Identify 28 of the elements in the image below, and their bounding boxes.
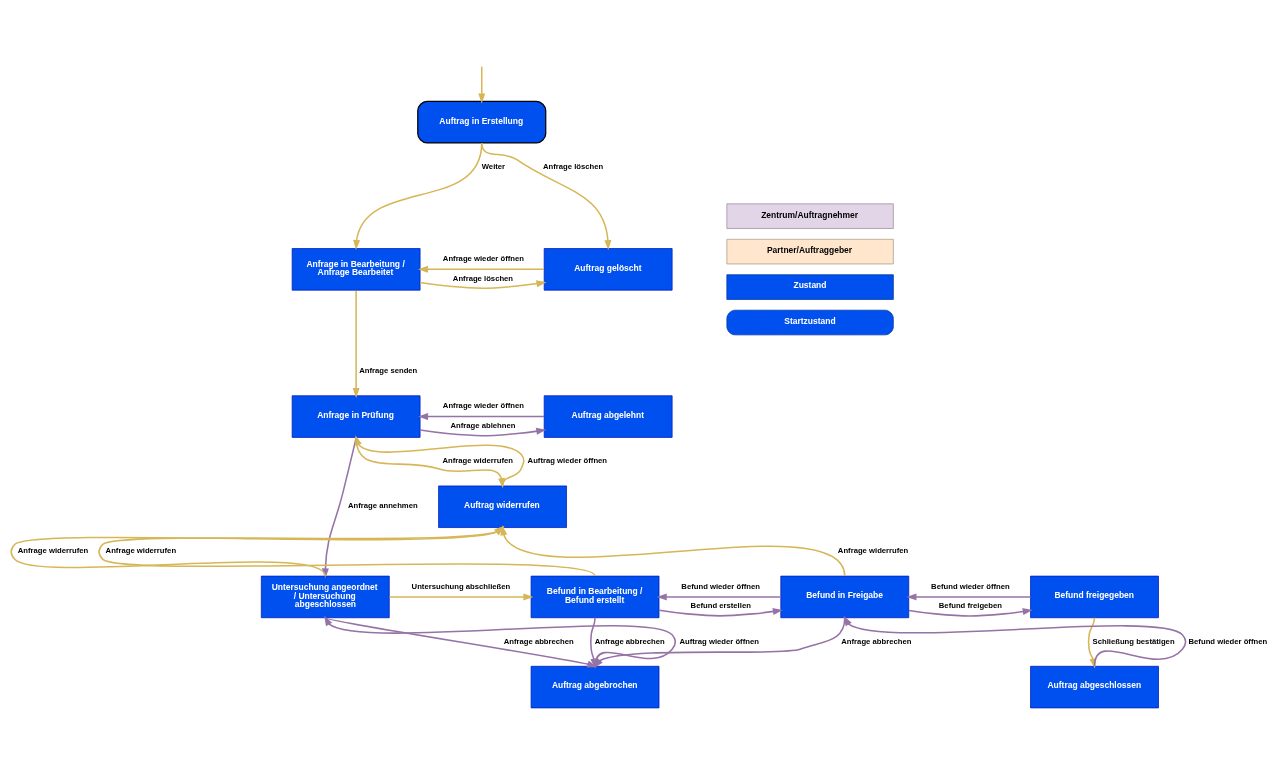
edge-label: Auftrag wieder öffnen [679, 636, 759, 646]
edge-label: Befund freigeben [938, 600, 1003, 610]
legend-label: Startzustand [784, 315, 836, 326]
edge-label: Schließung bestätigen [1092, 636, 1175, 646]
edge-label: Anfrage widerrufen [442, 455, 513, 465]
edge-label: Befund wieder öffnen [931, 581, 1010, 591]
edge-label: Anfrage widerrufen [105, 545, 177, 555]
edge-label: Anfrage abbrechen [503, 636, 574, 646]
edge-label: Anfrage wieder öffnen [442, 400, 524, 410]
legend-label: Partner/Auftraggeber [766, 244, 853, 255]
legend-label: Zentrum/Auftragnehmer [761, 209, 859, 220]
edge-label: Anfrage löschen [543, 161, 604, 171]
edge-label: Anfrage löschen [452, 273, 514, 283]
edge-label: Anfrage ablehnen [450, 420, 516, 430]
edge-label: Anfrage abbrechen [594, 636, 665, 646]
edge-label: Anfrage widerrufen [17, 545, 89, 555]
edge-label: Auftrag wieder öffnen [527, 455, 608, 465]
edge-label: Anfrage widerrufen [837, 545, 909, 555]
legend-label: Zustand [793, 279, 827, 290]
edge-label: Befund erstellen [690, 600, 751, 610]
edge-label: Anfrage annehmen [348, 500, 418, 510]
edge-label: Anfrage abbrechen [841, 636, 912, 646]
edge-label: Anfrage senden [359, 365, 418, 375]
edge-label: Weiter [481, 161, 506, 171]
edge-label: Anfrage wieder öffnen [442, 253, 524, 263]
edge-label: Befund wieder öffnen [1188, 636, 1268, 646]
edge-label: Befund wieder öffnen [681, 581, 760, 591]
edge-label: Untersuchung abschließen [411, 581, 511, 591]
